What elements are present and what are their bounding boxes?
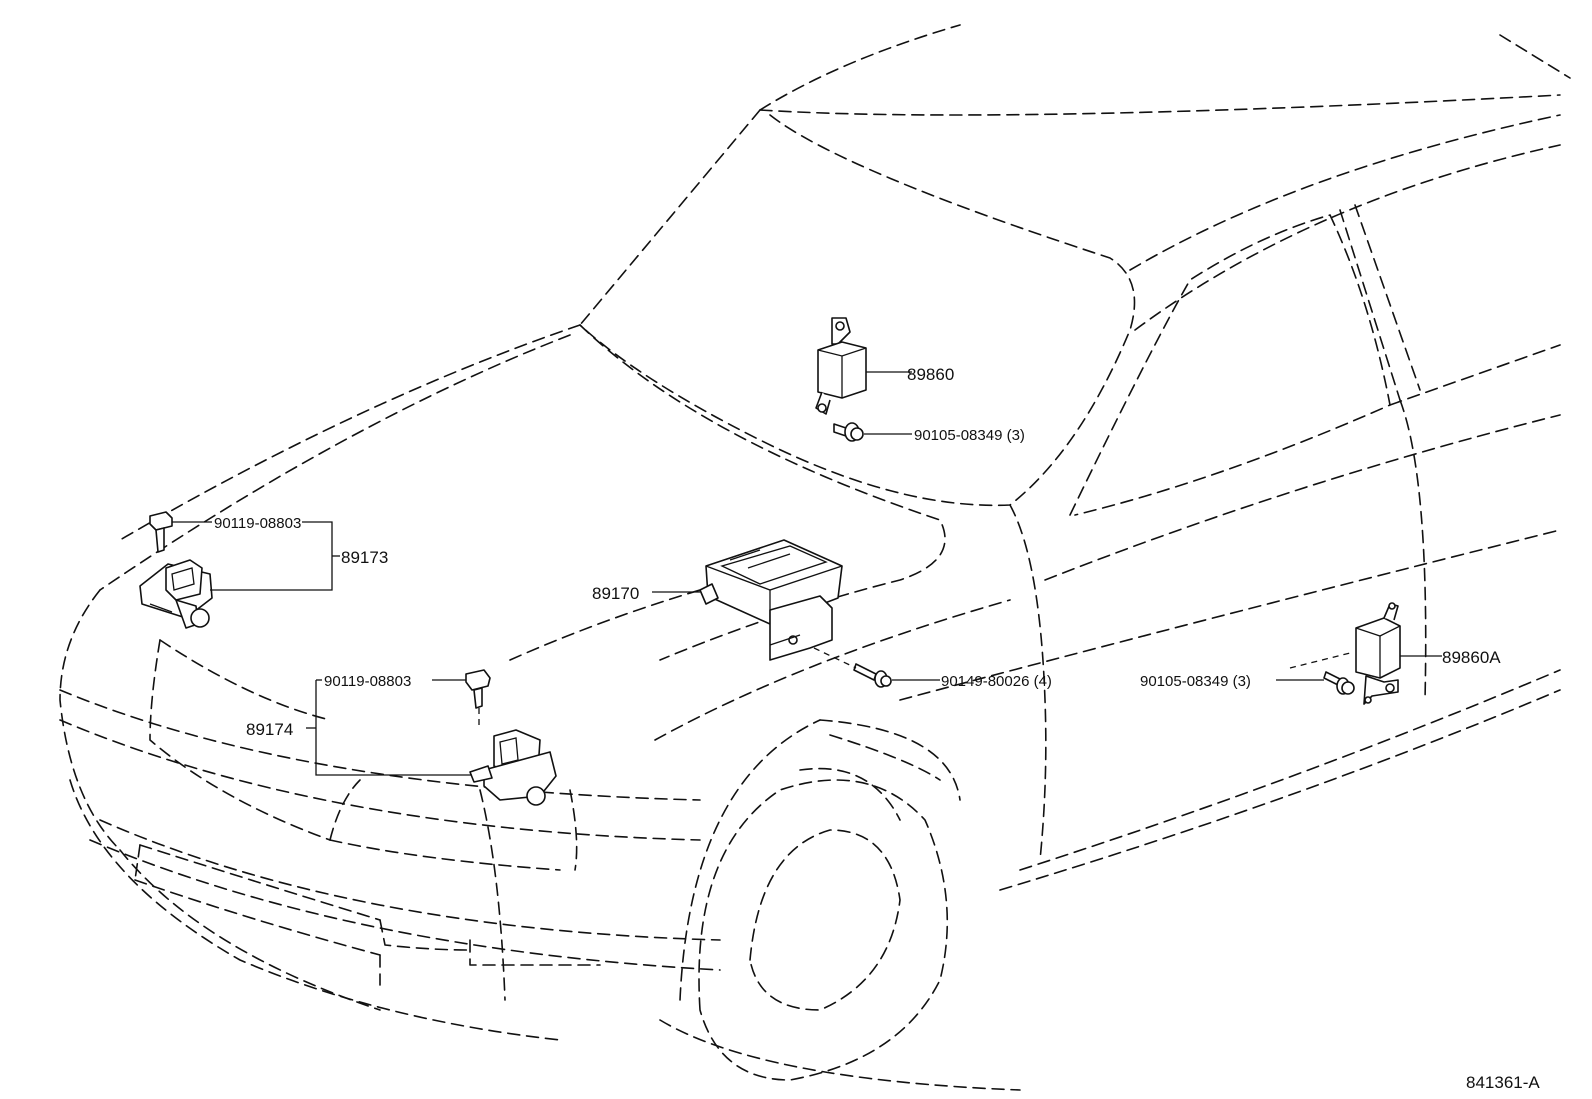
- label-89173: 89173: [341, 548, 388, 567]
- part-89173-sensor[interactable]: [139, 559, 213, 629]
- label-90105-right: 90105-08349 (3): [1140, 673, 1251, 690]
- leader-lines: [172, 371, 1442, 776]
- bolt-90149-icon[interactable]: [853, 663, 892, 688]
- bolt-90119-center-icon[interactable]: [465, 669, 491, 709]
- label-90119-center: 90119-08803: [324, 673, 411, 690]
- figure-id: 841361-A: [1466, 1073, 1540, 1092]
- bolt-90105-right-icon[interactable]: [1323, 671, 1355, 695]
- car-outline: [59, 24, 1571, 1091]
- bolt-90119-left-icon[interactable]: [149, 511, 173, 553]
- label-90105-upper: 90105-08349 (3): [914, 427, 1025, 444]
- part-89860-sensor[interactable]: [815, 317, 867, 415]
- label-89174: 89174: [246, 720, 293, 739]
- label-90149: 90149-80026 (4): [941, 673, 1052, 690]
- bolt-90105-upper-icon[interactable]: [833, 422, 864, 442]
- label-89860: 89860: [907, 365, 954, 384]
- label-89860A: 89860A: [1442, 648, 1501, 667]
- label-90119-left: 90119-08803: [214, 515, 301, 532]
- part-89174-sensor[interactable]: [469, 729, 557, 806]
- part-89170-airbag-ecu[interactable]: [699, 539, 843, 661]
- callout-labels: 89860 90105-08349 (3) 90119-08803 89173 …: [214, 365, 1540, 1092]
- part-89860A-sensor[interactable]: [1355, 602, 1401, 705]
- label-89170: 89170: [592, 584, 639, 603]
